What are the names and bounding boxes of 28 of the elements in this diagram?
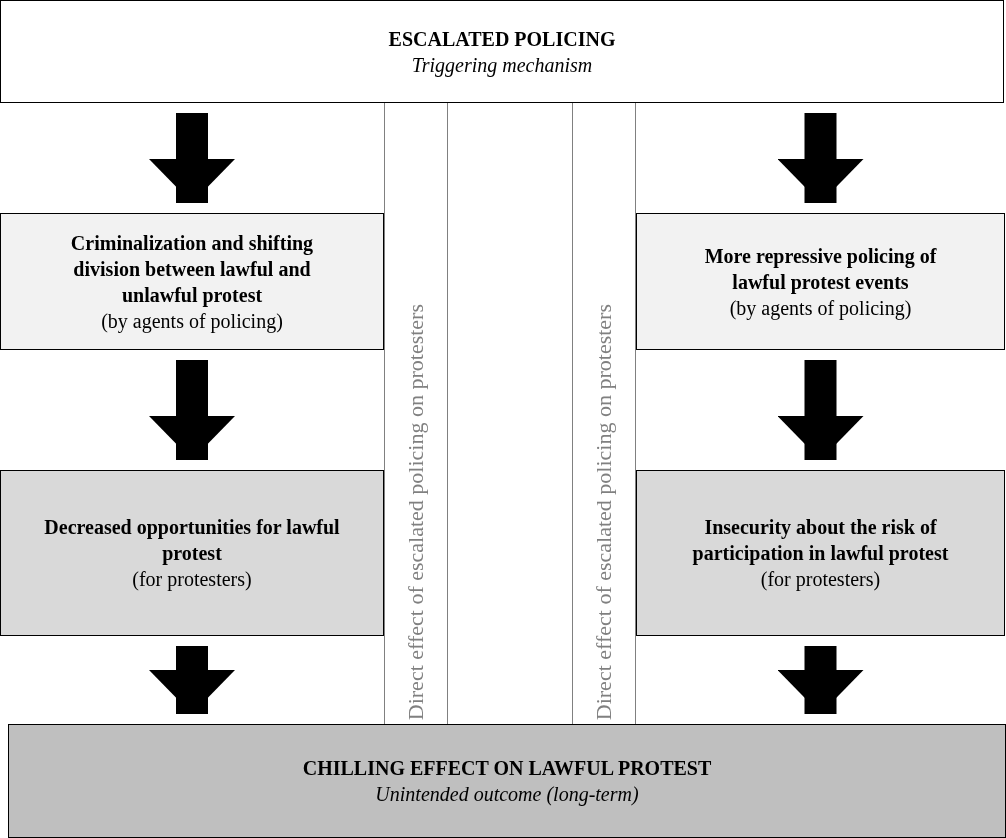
box-title: CHILLING EFFECT ON LAWFUL PROTEST [302,756,712,781]
block-arrow [149,360,235,460]
box-title: Criminalization and shifting division between lawful and unlawful protest [69,230,315,308]
box-title: Decreased opportunities for lawful protest [43,515,341,566]
column-label: Direct effect of escalated policing on protesters [403,303,429,720]
block-arrow [777,113,864,203]
box-title: ESCALATED POLICING [388,26,616,52]
box-subtitle: (by agents of policing) [729,295,912,321]
column-band [572,103,636,724]
box-subtitle: (by agents of policing) [101,308,283,334]
box-subtitle: Triggering mechanism [411,52,593,78]
box-title: More repressive policing of lawful protest events [703,243,938,295]
block-arrow [777,646,864,714]
process-box [0,213,384,350]
process-box [0,470,384,636]
column-label: Direct effect of escalated policing on protesters [591,303,617,720]
heading-box [8,724,1006,838]
box-subtitle: (for protesters) [132,567,252,592]
process-box [636,213,1005,350]
box-subtitle: Unintended outcome (long-term) [375,782,639,807]
block-arrow [149,646,235,714]
block-arrow [149,113,235,203]
process-box [636,470,1005,636]
box-subtitle: (for protesters) [760,567,881,592]
block-arrow [777,360,864,460]
heading-box [0,0,1004,103]
box-title: Insecurity about the risk of participation in lawful protest [691,515,950,566]
column-band [384,103,448,724]
